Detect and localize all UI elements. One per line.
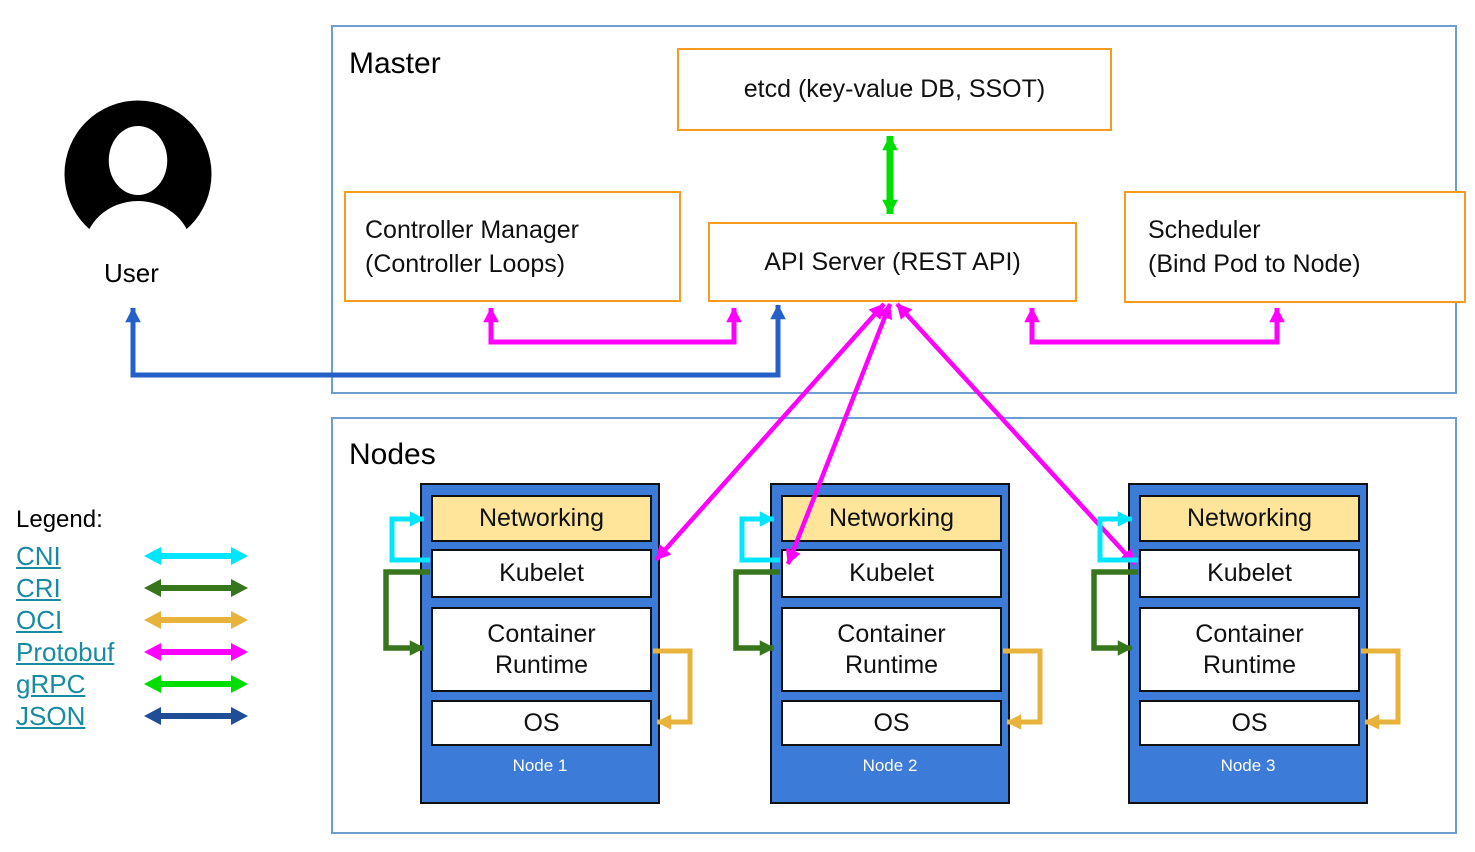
user-label: User — [104, 258, 159, 288]
grpc-legend-arrow-icon — [144, 675, 248, 693]
legend-item-cri: CRI — [16, 572, 249, 604]
node-1: Networking Kubelet Container Runtime OS … — [420, 483, 660, 804]
legend-item-cni: CNI — [16, 540, 249, 572]
node-3: Networking Kubelet Container Runtime OS … — [1128, 483, 1368, 804]
node-label: Node 3 — [1220, 756, 1276, 775]
cni-legend-arrow-icon — [144, 547, 248, 565]
api-server-box: API Server (REST API) — [708, 222, 1077, 302]
user-icon — [64, 100, 212, 250]
kubelet-box: Kubelet — [1139, 549, 1360, 598]
networking-box: Networking — [431, 495, 652, 542]
legend-item-json: JSON — [16, 700, 249, 732]
node-2: Networking Kubelet Container Runtime OS … — [770, 483, 1010, 804]
controller-manager-sublabel: (Controller Loops) — [365, 249, 566, 278]
cri-legend-arrow-icon — [144, 579, 248, 597]
api-server-label: API Server (REST API) — [764, 247, 1021, 276]
controller-manager-label: Controller Manager — [365, 215, 579, 244]
legend-link-oci[interactable]: OCI — [16, 604, 63, 635]
nodes-box — [331, 417, 1457, 834]
json-legend-arrow-icon — [144, 707, 248, 725]
os-box: OS — [1139, 700, 1360, 746]
legend-link-grpc[interactable]: gRPC — [16, 668, 86, 699]
legend: Legend: CNI CRI OCI — [16, 506, 249, 732]
networking-box: Networking — [1139, 495, 1360, 542]
legend-item-oci: OCI — [16, 604, 249, 636]
etcd-label: etcd (key-value DB, SSOT) — [743, 75, 1046, 103]
legend-link-cri[interactable]: CRI — [16, 572, 61, 603]
protobuf-legend-arrow-icon — [144, 643, 248, 661]
os-box: OS — [781, 700, 1002, 746]
node-label: Node 2 — [862, 756, 918, 775]
scheduler-box: Scheduler (Bind Pod to Node) — [1124, 191, 1466, 303]
legend-link-cni[interactable]: CNI — [16, 540, 61, 571]
legend-link-protobuf[interactable]: Protobuf — [16, 636, 115, 667]
controller-manager-box: Controller Manager (Controller Loops) — [344, 191, 681, 302]
nodes-title: Nodes — [349, 438, 436, 471]
etcd-box: etcd (key-value DB, SSOT) — [677, 48, 1112, 131]
legend-item-protobuf: Protobuf — [16, 636, 249, 668]
os-box: OS — [431, 700, 652, 746]
kubelet-box: Kubelet — [431, 549, 652, 598]
container-runtime-box: Container Runtime — [1139, 607, 1360, 692]
scheduler-sublabel: (Bind Pod to Node) — [1148, 250, 1361, 278]
networking-box: Networking — [781, 495, 1002, 542]
container-runtime-box: Container Runtime — [431, 607, 652, 692]
container-runtime-box: Container Runtime — [781, 607, 1002, 692]
legend-item-grpc: gRPC — [16, 668, 249, 700]
node-label: Node 1 — [512, 756, 568, 775]
kubelet-box: Kubelet — [781, 549, 1002, 598]
scheduler-label: Scheduler — [1148, 216, 1261, 244]
oci-legend-arrow-icon — [144, 611, 248, 629]
legend-title: Legend: — [16, 506, 103, 533]
master-title: Master — [349, 47, 441, 80]
legend-link-json[interactable]: JSON — [16, 700, 86, 731]
